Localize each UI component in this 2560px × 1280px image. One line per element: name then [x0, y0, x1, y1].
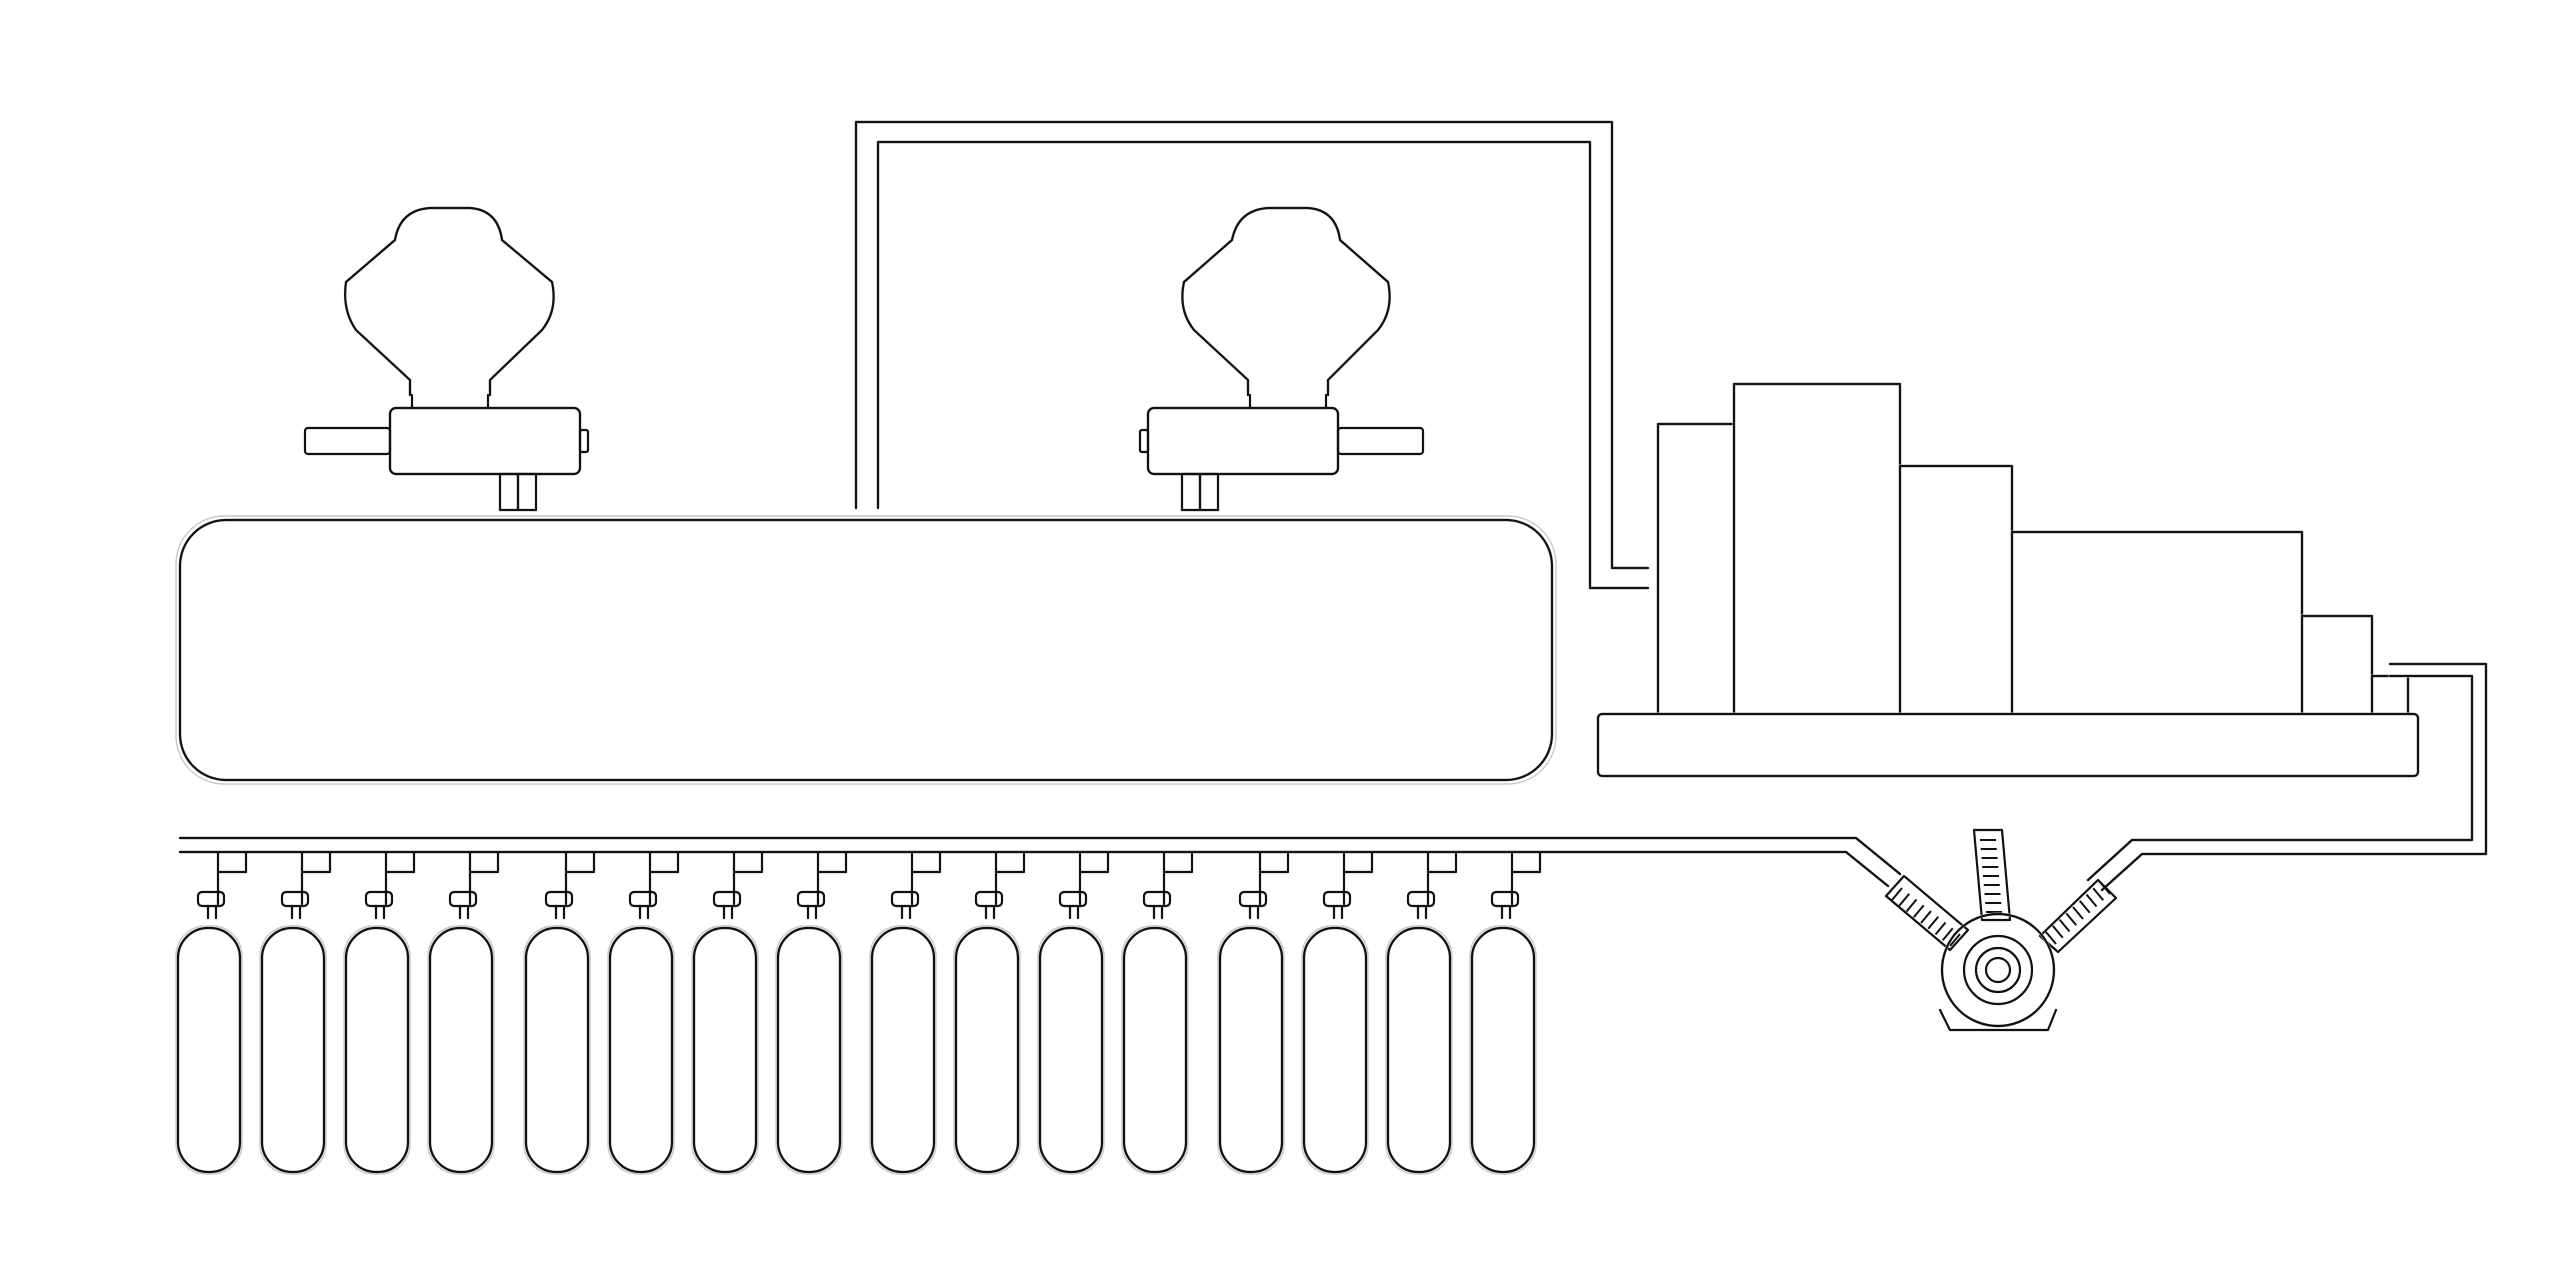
base-platform: [1596, 712, 2420, 778]
cylinder-13: [1217, 850, 1290, 1175]
manifold-pipe: [178, 836, 1902, 888]
cylinder-12: [1121, 850, 1194, 1175]
cylinder-11: [1037, 850, 1110, 1175]
cylinder-5: [523, 850, 596, 1175]
stepped-unit: [1656, 382, 2410, 716]
cylinder-9: [869, 850, 942, 1175]
cylinder-10: [953, 850, 1026, 1175]
cylinder-3: [343, 850, 416, 1175]
hopper-left: [303, 206, 590, 512]
cylinder-4: [427, 850, 500, 1175]
cylinder-16: [1469, 850, 1542, 1175]
gauge-top: [1972, 828, 2012, 922]
return-pipe: [2086, 662, 2488, 892]
top-loop-pipe: [854, 120, 1650, 590]
cylinder-1: [175, 850, 248, 1175]
cylinder-2: [259, 850, 332, 1175]
cylinder-15: [1385, 850, 1458, 1175]
main-tank: [175, 515, 1557, 785]
pump: [1938, 912, 2058, 1032]
cylinder-14: [1301, 850, 1374, 1175]
cylinder-7: [691, 850, 764, 1175]
hopper-right: [1138, 206, 1425, 512]
cylinder-8: [775, 850, 848, 1175]
cylinder-6: [607, 850, 680, 1175]
cylinder-rack: [175, 850, 1542, 1175]
gauge-right: [2038, 878, 2118, 954]
gauge-left: [1884, 874, 1970, 952]
